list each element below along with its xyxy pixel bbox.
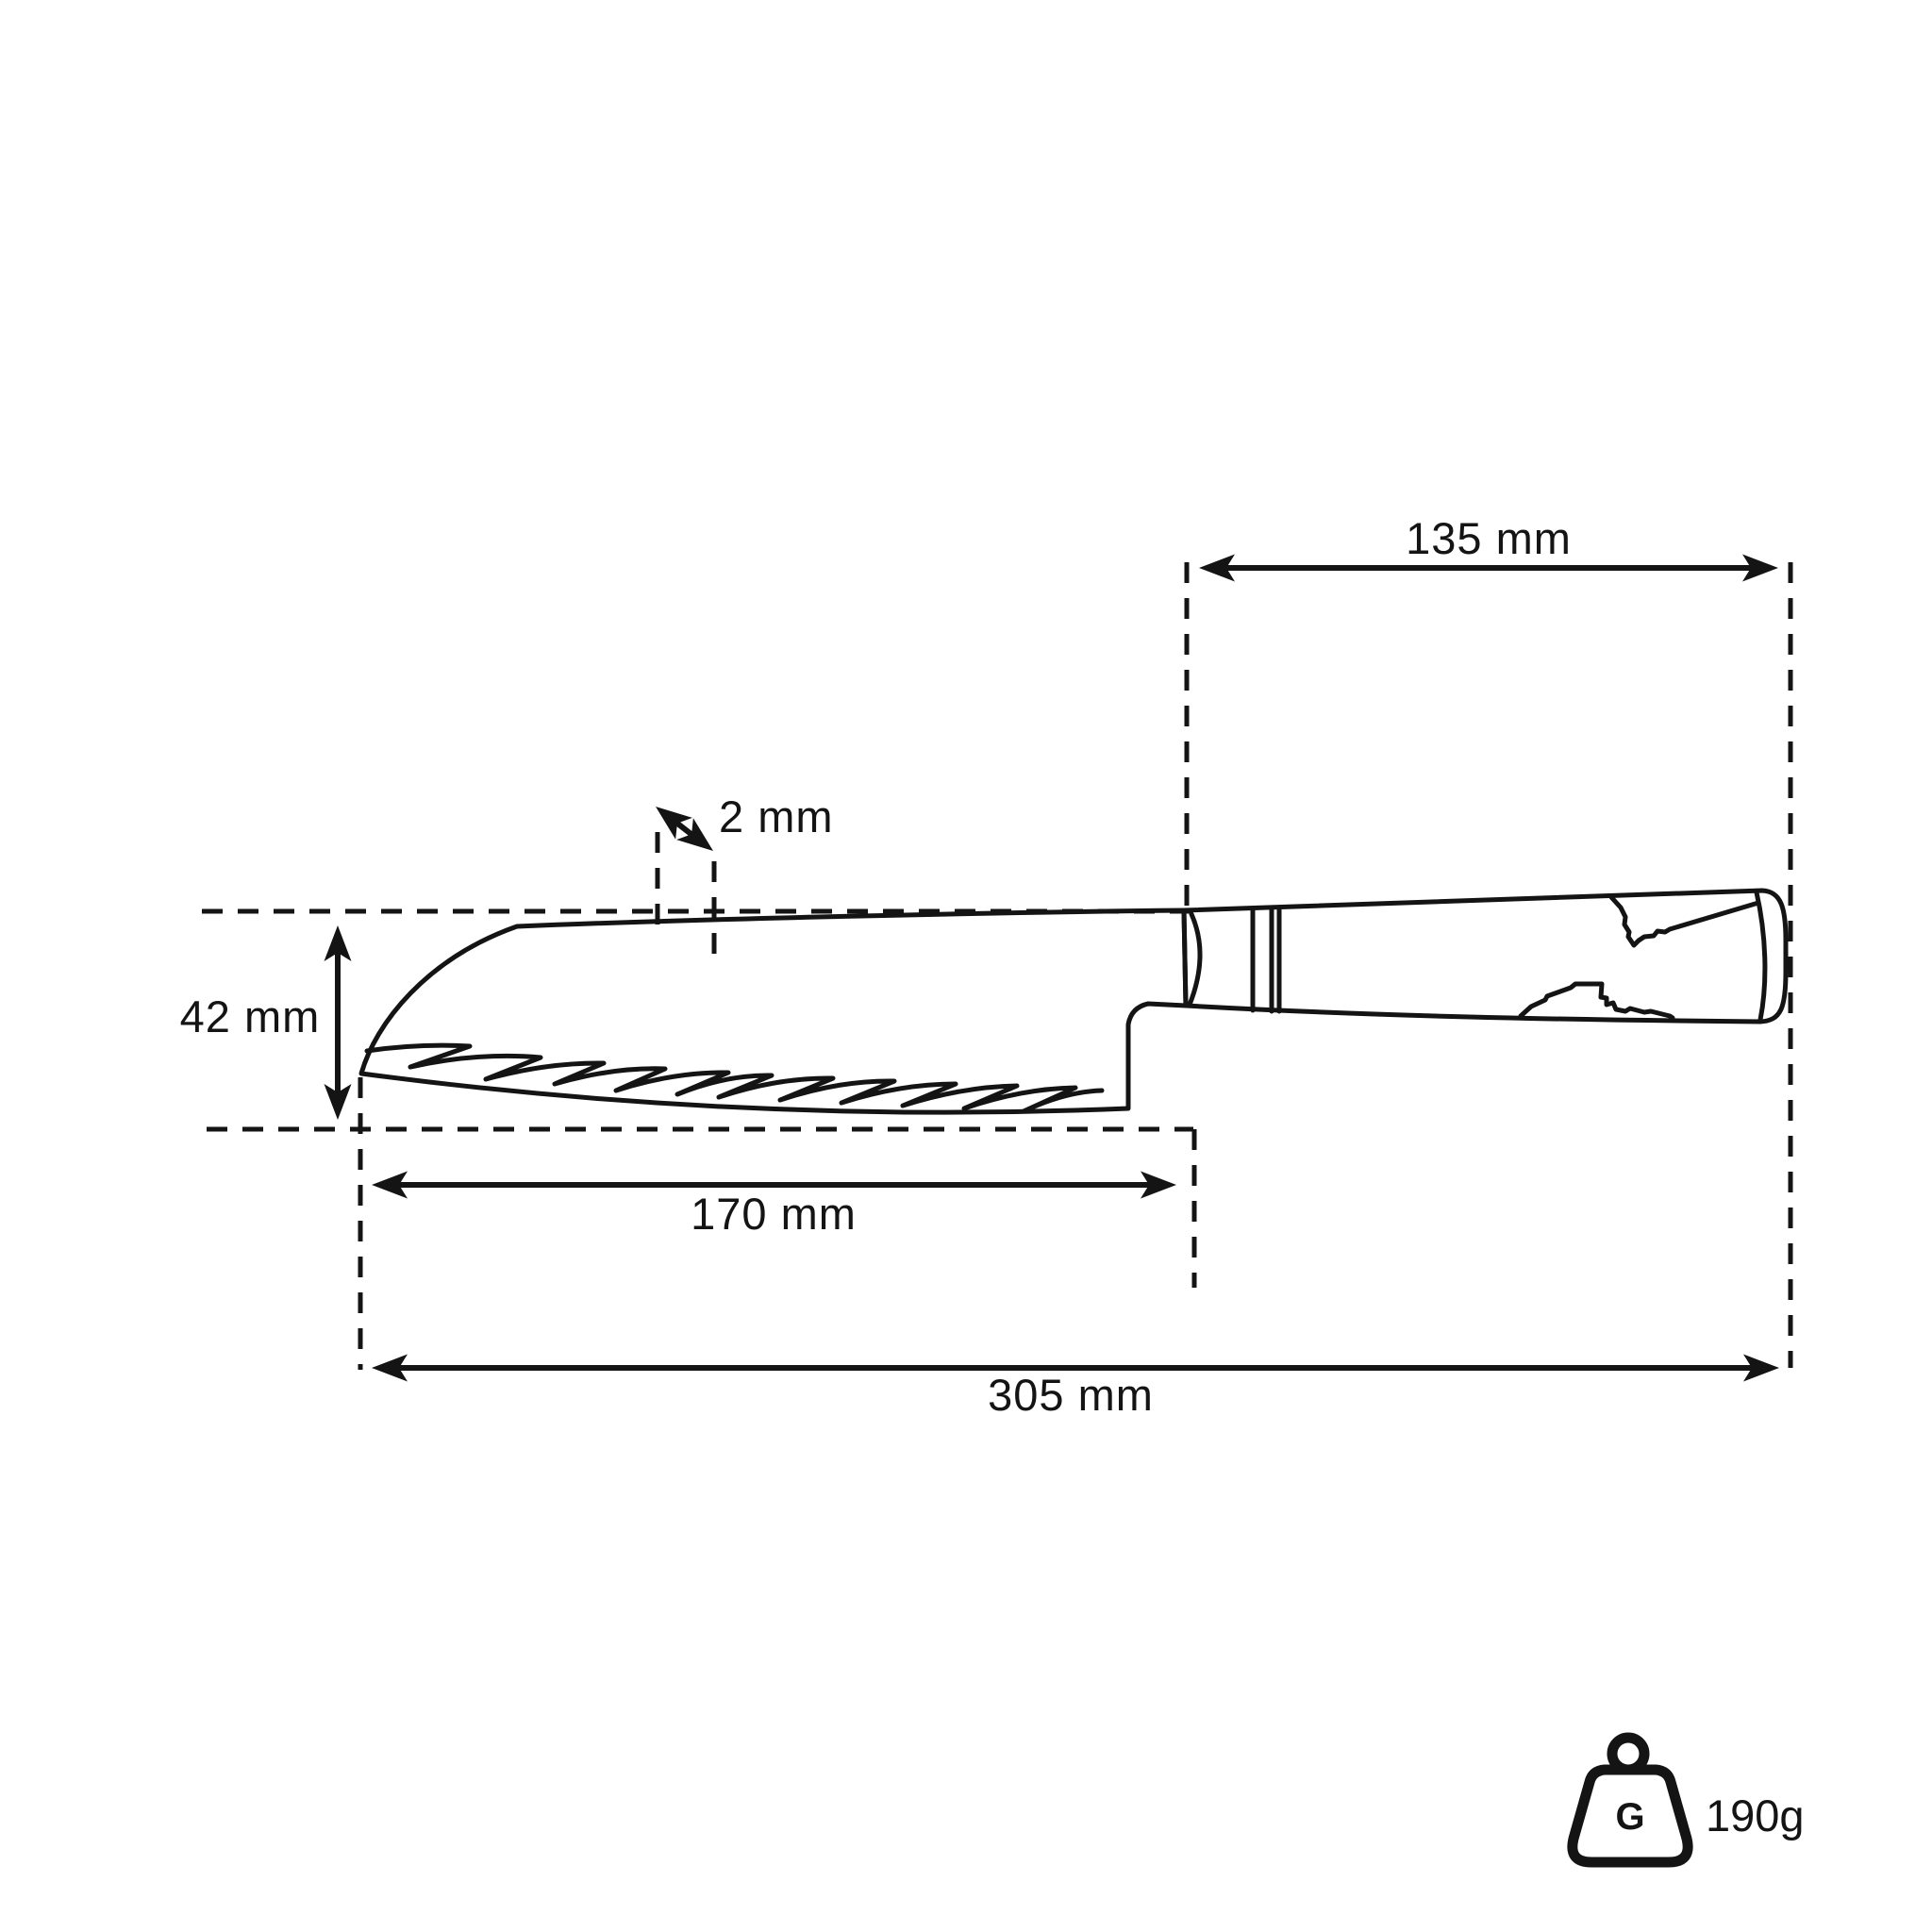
knife-drawing — [358, 888, 1789, 1115]
dimension-spine-thickness: 2 mm — [647, 791, 834, 862]
handle-outline — [1181, 888, 1789, 1024]
blade-height-label: 42 mm — [180, 991, 321, 1041]
handle-crack-upper — [1608, 894, 1761, 948]
blade-length-label: 170 mm — [691, 1189, 857, 1239]
dimension-total-length: 305 mm — [372, 1354, 1779, 1420]
handle-crack-lower — [1518, 981, 1675, 1021]
handle-length-label: 135 mm — [1406, 513, 1572, 563]
spine-thickness-label: 2 mm — [719, 791, 834, 841]
weight-icon — [1567, 1764, 1693, 1868]
weight-badge: G 190g — [1567, 1732, 1805, 1868]
dimension-blade-length: 170 mm — [372, 1171, 1176, 1239]
edge-serration-pattern — [364, 1042, 1105, 1114]
weight-icon-letter: G — [1615, 1796, 1644, 1838]
dimension-blade-height: 42 mm — [180, 925, 352, 1120]
total-length-label: 305 mm — [988, 1370, 1154, 1420]
weight-value-label: 190g — [1706, 1790, 1805, 1840]
bolster-curve — [1187, 911, 1203, 1008]
dimension-handle-length: 135 mm — [1199, 513, 1778, 582]
blade-outline — [358, 908, 1189, 1115]
butt-cap-inner-line — [1754, 890, 1768, 1023]
